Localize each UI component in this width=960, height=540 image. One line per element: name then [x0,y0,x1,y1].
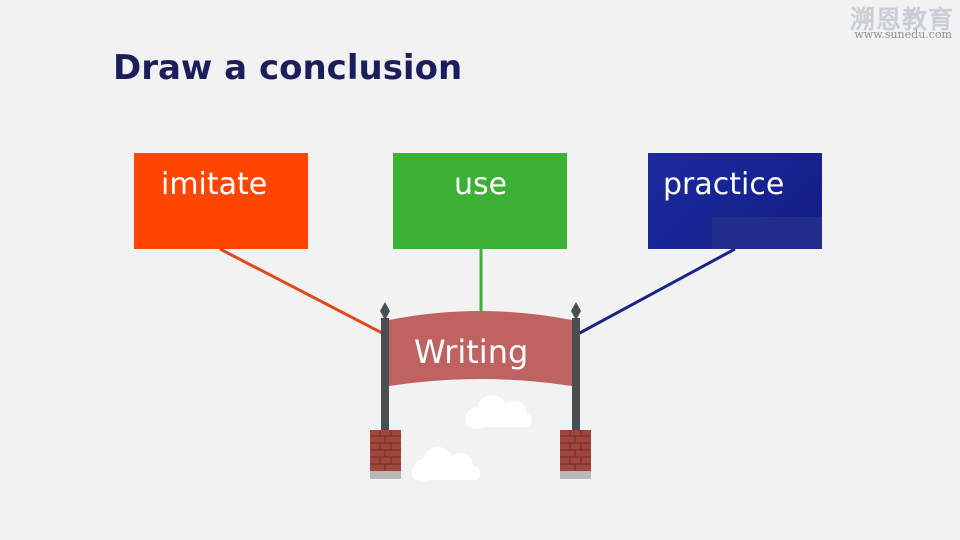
logo-text: 溯恩教育 [849,5,954,34]
overlay-block [712,217,822,249]
connector-imitate [219,247,387,337]
gate-label: Writing [414,333,529,371]
box-label: use [454,167,508,202]
box-label: practice [663,167,785,202]
cloud-icon [466,395,532,429]
connector-practice [575,247,736,337]
box-label: imitate [161,167,268,202]
gate-pillar-left [370,302,401,479]
slide-title: Draw a conclusion [113,48,463,88]
cloud-icon [412,447,480,481]
gate-pillar-right [560,302,591,479]
logo-url: www.sunedu.com [854,28,952,41]
box-use: use [393,153,567,249]
gate-banner [389,311,572,386]
box-imitate: imitate [134,153,308,249]
